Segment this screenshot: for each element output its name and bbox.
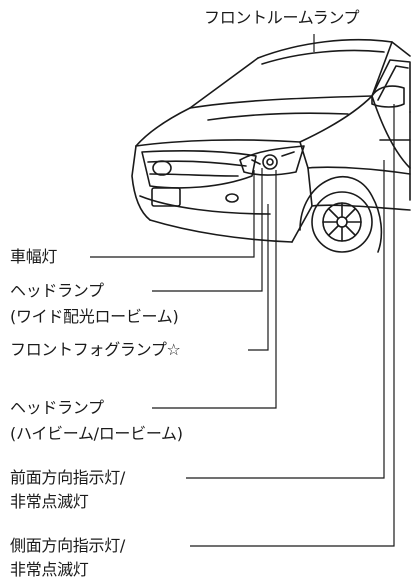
leader-headlamp-wide	[152, 168, 263, 292]
leader-side-marker-lamp	[90, 170, 255, 258]
label-headlamp-high-low-line2: (ハイビーム/ロービーム)	[10, 424, 183, 443]
label-headlamp-wide-line1: ヘッドランプ	[10, 281, 104, 300]
leader-front-turn-signal	[186, 160, 385, 479]
label-headlamp-high-low-line1: ヘッドランプ	[10, 398, 104, 417]
label-front-fog-lamp: フロントフォグランプ☆	[10, 340, 181, 359]
leader-lines	[90, 34, 395, 547]
label-front-turn-signal-line2: 非常点滅灯	[10, 492, 89, 511]
label-side-marker-lamp: 車幅灯	[10, 247, 58, 266]
label-front-turn-signal-line1: 前面方向指示灯/	[10, 468, 125, 487]
car-body-outline	[131, 38, 411, 253]
label-side-turn-signal-line1: 側面方向指示灯/	[10, 536, 125, 555]
label-front-room-lamp: フロントルームランプ	[204, 8, 360, 27]
leader-side-turn-signal	[190, 104, 395, 547]
leader-front-fog-lamp	[248, 204, 269, 351]
label-headlamp-wide-line2: (ワイド配光ロービーム)	[10, 307, 179, 326]
leader-headlamp-high-low	[152, 170, 277, 409]
label-side-turn-signal-line2: 非常点滅灯	[10, 560, 89, 579]
